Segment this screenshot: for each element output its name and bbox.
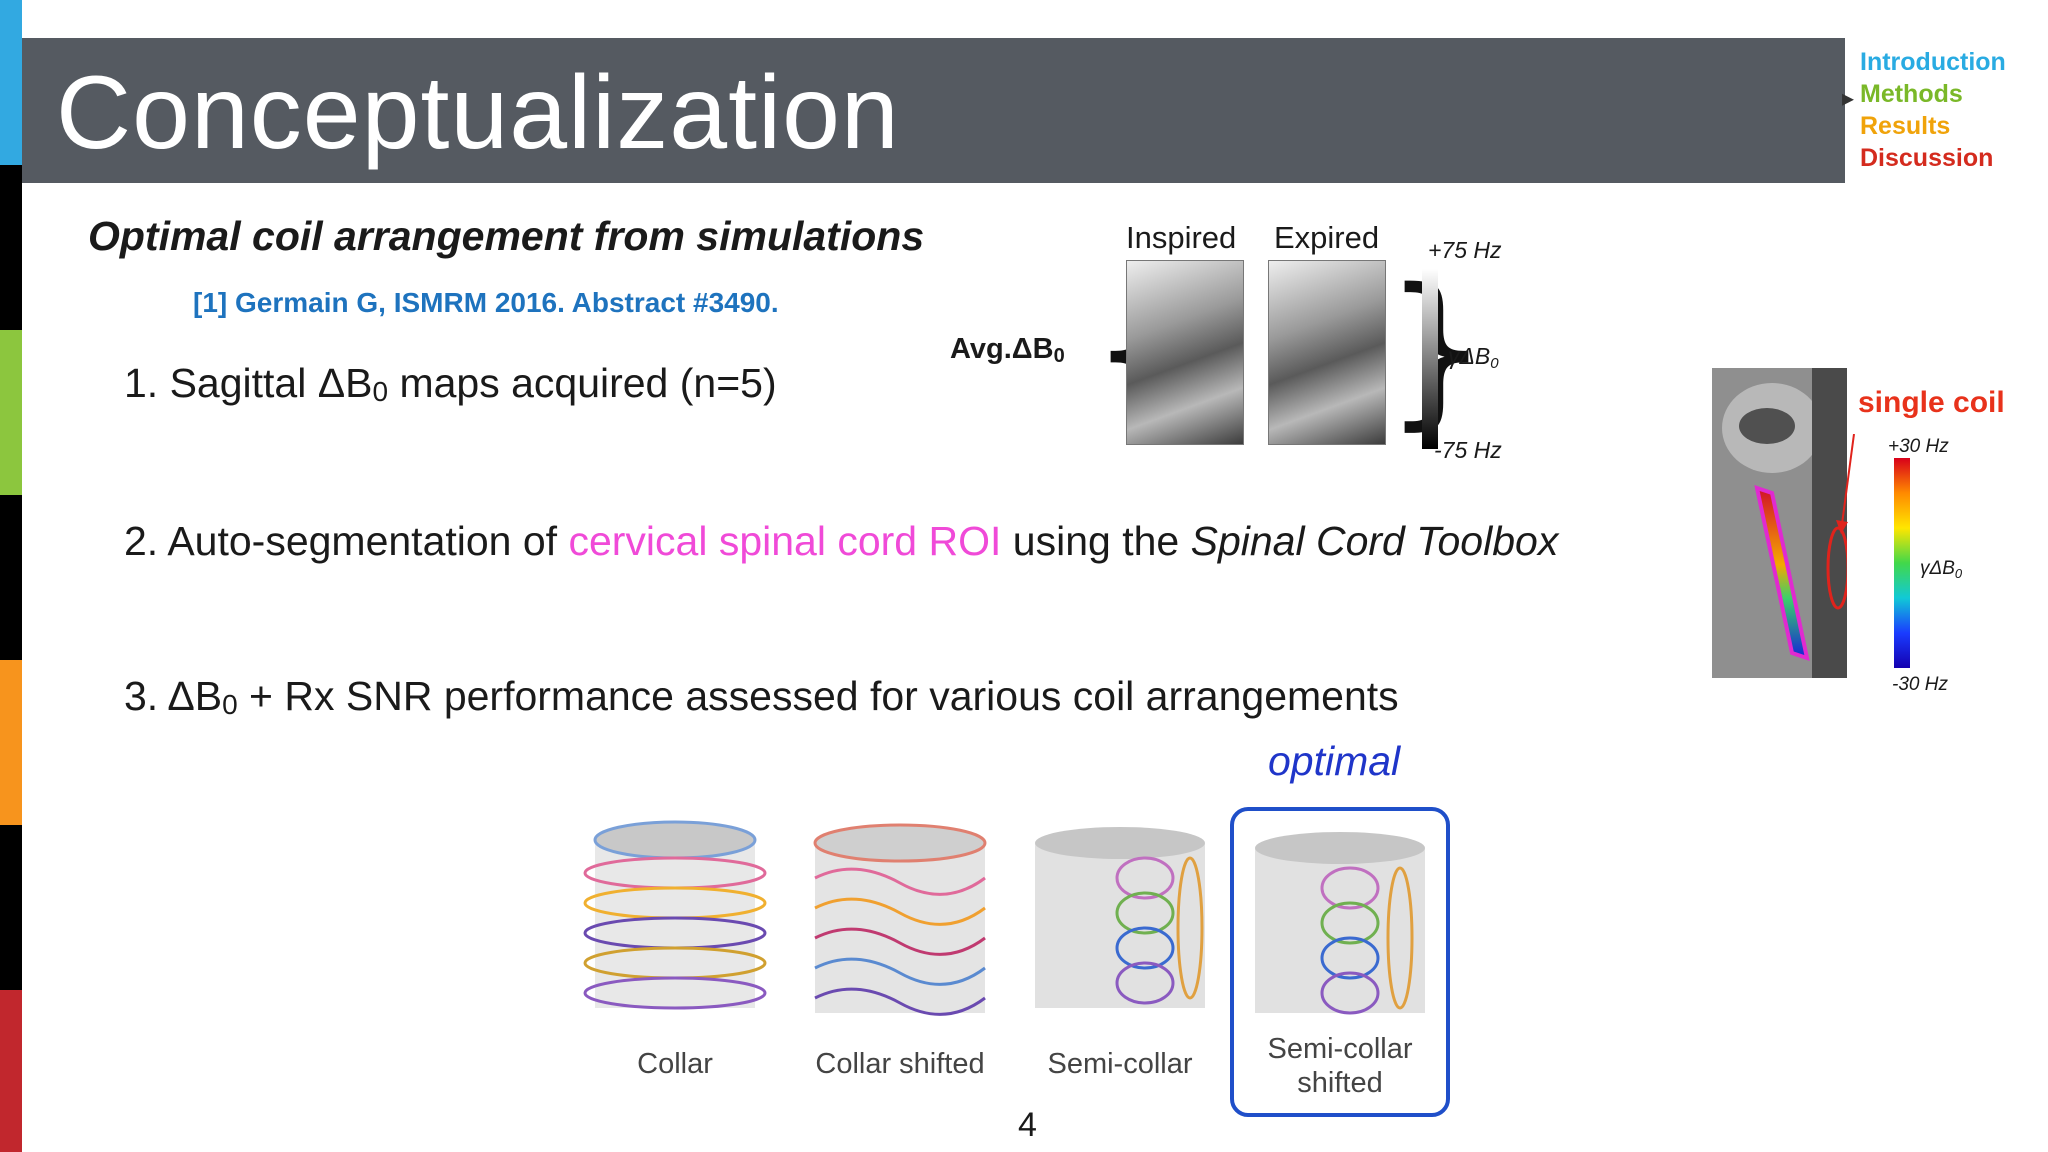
coil-label-collar-shifted: Collar shifted: [815, 1048, 985, 1080]
nav-item-methods[interactable]: Methods: [1860, 80, 1963, 108]
single-coil-scale-max: +30 Hz: [1888, 436, 1949, 457]
sidebar-segment: [0, 330, 22, 495]
sidebar-segment: [0, 165, 22, 330]
single-coil-label: single coil: [1858, 386, 2005, 419]
title-bar: [22, 38, 1845, 183]
collar-coil-image: [583, 820, 767, 1010]
step-2-text-middle: using the: [1001, 518, 1191, 564]
avg-b0-label: Avg.ΔB0: [950, 333, 1065, 367]
coil-label-collar: Collar: [637, 1048, 713, 1080]
sagittal-mri-image: [1712, 368, 1847, 678]
sidebar-segment: [0, 660, 22, 825]
step-3-text: 3. ΔB: [124, 673, 223, 719]
slide-subtitle: Optimal coil arrangement from simulation…: [88, 213, 925, 259]
step-1-text: 1. Sagittal ΔB: [124, 360, 373, 406]
b0-maps-figure: Avg.ΔB0 { Inspired Expired } +75 Hz γΔB0…: [940, 215, 1540, 465]
scale-mid-label: γΔB0: [1448, 343, 1499, 372]
step-3-text-end: + Rx SNR performance assessed for variou…: [237, 673, 1399, 719]
section-nav: ▸ Introduction Methods Results Discussio…: [1842, 48, 2048, 188]
inspired-label: Inspired: [1126, 220, 1237, 255]
nav-item-introduction[interactable]: Introduction: [1860, 48, 2006, 76]
expired-label: Expired: [1274, 220, 1380, 255]
subscript: 0: [222, 689, 238, 720]
scale-max-label: +75 Hz: [1428, 237, 1502, 263]
step-2: 2. Auto-segmentation of cervical spinal …: [124, 518, 1558, 565]
subscript: 0: [372, 376, 389, 407]
grayscale-colorbar: [1422, 269, 1438, 449]
sidebar-segment: [0, 990, 22, 1152]
roi-highlight: cervical spinal cord ROI: [568, 518, 1002, 564]
chevron-right-icon: ▸: [1842, 85, 1855, 112]
step-1: 1. Sagittal ΔB0 maps acquired (n=5): [124, 360, 777, 408]
nav-item-discussion[interactable]: Discussion: [1860, 144, 1994, 172]
sidebar-segment: [0, 0, 22, 165]
semi-collar-shifted-coil-image: [1255, 832, 1425, 1015]
step-2-text: 2. Auto-segmentation of: [124, 518, 569, 564]
page-number: 4: [1018, 1106, 1037, 1144]
coil-arrangements: Collar Collar shifted Semi-collar Semi-c…: [570, 818, 1450, 1118]
hue-colorbar: [1894, 458, 1910, 668]
step-3: 3. ΔB0 + Rx SNR performance assessed for…: [124, 673, 1399, 721]
single-coil-scale-min: -30 Hz: [1892, 674, 1948, 695]
collar-shifted-coil-image: [813, 823, 987, 1016]
reference-link[interactable]: [1] Germain G, ISMRM 2016. Abstract #349…: [193, 287, 779, 318]
semi-collar-coil-image: [1035, 827, 1205, 1008]
optimal-label: optimal: [1268, 738, 1401, 784]
expired-b0-map-image: [1268, 260, 1386, 445]
single-coil-panel: single coil +30 Hz γΔB0 -30 Hz: [1712, 368, 2042, 698]
optimal-highlight-box: [1230, 807, 1450, 1117]
toolbox-name: Spinal Cord Toolbox: [1190, 518, 1559, 564]
sidebar-segment: [0, 495, 22, 660]
sidebar-segment: [0, 825, 22, 990]
step-1-text-end: maps acquired (n=5): [388, 360, 777, 406]
page-title: Conceptualization: [56, 55, 900, 171]
inspired-b0-map-image: [1126, 260, 1244, 445]
single-coil-scale-mid: γΔB0: [1920, 558, 1963, 581]
nav-item-results[interactable]: Results: [1860, 112, 1951, 140]
scale-min-label: -75 Hz: [1434, 437, 1502, 463]
arrow-down-icon: [1836, 434, 1855, 534]
coil-label-semi-collar: Semi-collar: [1047, 1048, 1193, 1080]
